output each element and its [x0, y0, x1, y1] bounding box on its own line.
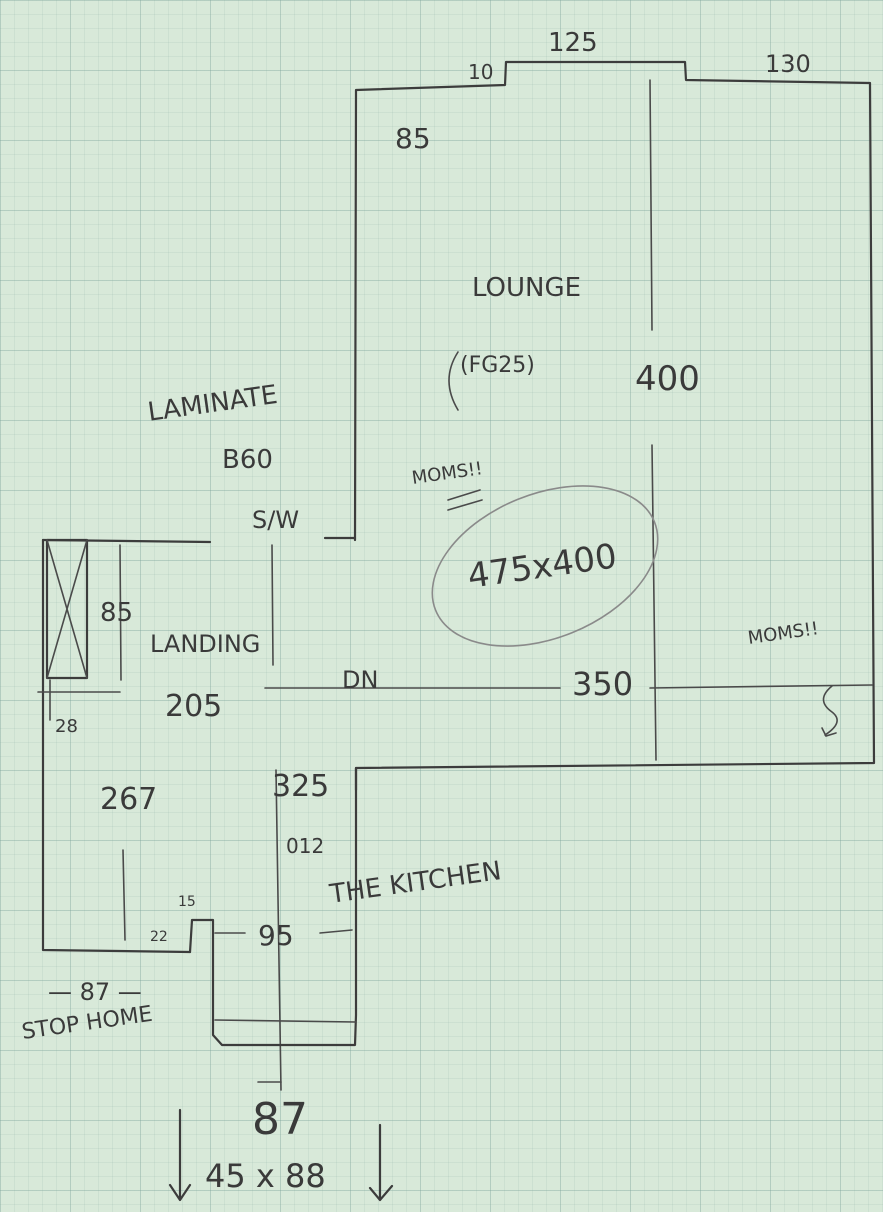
label-15: 15	[178, 894, 196, 910]
label-lounge-350: 350	[572, 665, 634, 703]
label-87-top: — 87 —	[48, 978, 142, 1006]
lounge-divider-line	[649, 79, 657, 761]
label-dn: DN	[342, 666, 379, 694]
label-lounge-note: (FG25)	[460, 353, 535, 378]
landing-top-wall	[41, 536, 357, 544]
label-top-130: 130	[765, 50, 811, 78]
label-landing: LANDING	[150, 630, 261, 658]
lounge-note-bracket	[448, 351, 459, 411]
label-bottom-dims: 45 x 88	[205, 1157, 326, 1195]
label-28: 28	[55, 716, 78, 737]
label-012: 012	[286, 834, 325, 858]
moms-squiggle	[447, 489, 483, 511]
circled-dims-oval	[431, 485, 659, 647]
landing-inner-line-mid	[271, 544, 282, 1091]
label-lounge-85: 85	[395, 122, 431, 155]
left-wall	[41, 538, 192, 954]
label-top-10: 10	[468, 60, 494, 84]
lounge-outline	[353, 60, 876, 1012]
label-top-125: 125	[548, 28, 598, 58]
label-95: 95	[258, 919, 294, 952]
landing-inner-line-left	[119, 544, 126, 941]
moms-arrow	[821, 685, 838, 737]
label-landing-205: 205	[165, 689, 223, 724]
label-267: 267	[100, 782, 158, 817]
lounge-width-line	[264, 684, 873, 689]
label-87-bottom: 87	[252, 1094, 308, 1145]
label-lounge: LOUNGE	[472, 273, 582, 303]
label-landing-85: 85	[100, 598, 134, 628]
label-sw: S/W	[252, 506, 300, 534]
label-22: 22	[150, 929, 168, 945]
down-arrow-left	[168, 1108, 192, 1202]
kitchen-box-inner	[214, 1019, 357, 1023]
label-325: 325	[272, 769, 330, 804]
down-arrow-right	[368, 1123, 394, 1202]
label-laminate-code: B60	[222, 445, 273, 475]
kitchen-step	[188, 918, 358, 1047]
cupboard-cross	[46, 539, 88, 679]
label-lounge-400: 400	[635, 359, 700, 399]
cupboard-box	[45, 538, 89, 680]
kitchen-tick-2	[319, 929, 353, 934]
